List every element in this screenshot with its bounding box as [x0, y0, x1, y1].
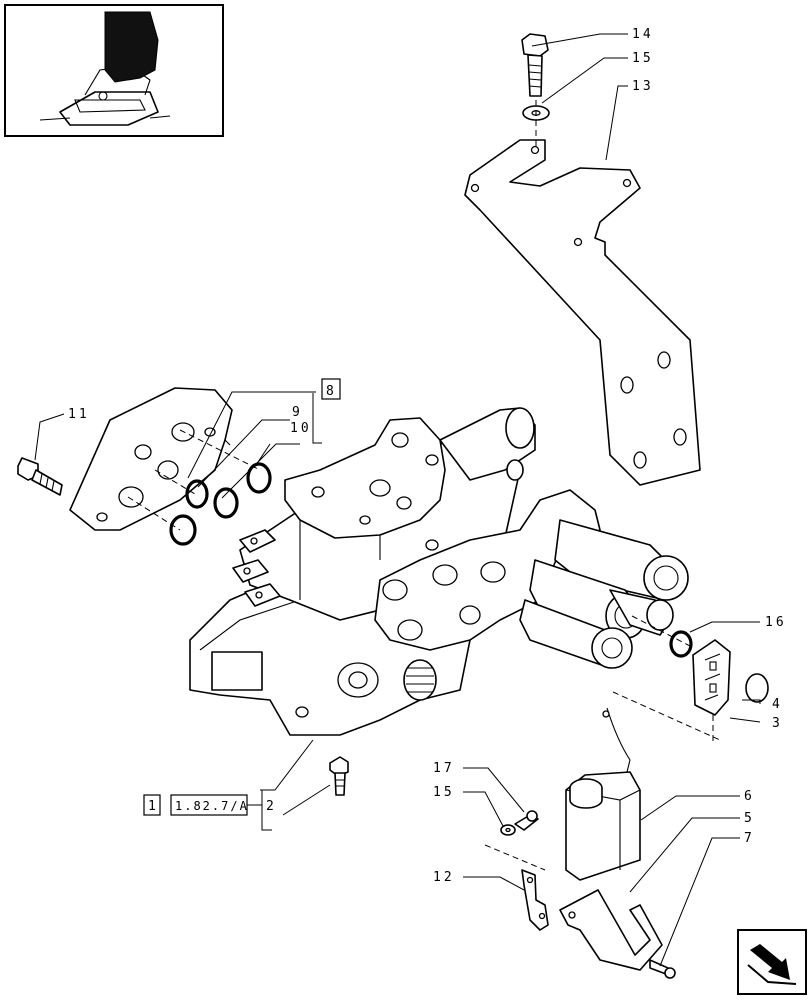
callout-10: 10	[290, 421, 312, 436]
callout-7: 7	[744, 831, 755, 846]
callout-14: 14	[632, 27, 654, 42]
cap-4	[745, 673, 769, 703]
callout-9: 9	[292, 405, 303, 420]
next-page-arrow-icon[interactable]	[737, 929, 807, 995]
washer-15-upper	[522, 100, 550, 148]
reference-section: 1	[148, 799, 159, 814]
reference-page: 1.82.7/A	[175, 799, 249, 813]
o-rings	[127, 429, 272, 546]
bolt-2	[329, 756, 349, 796]
callout-11: 11	[68, 407, 90, 422]
callout-12: 12	[433, 870, 455, 885]
reservoir-6	[565, 707, 641, 881]
callout-2: 2	[266, 799, 277, 814]
connector-3	[692, 639, 731, 745]
flange-plate	[69, 387, 233, 531]
callout-8: 8	[326, 384, 337, 399]
leader-lines	[34, 33, 761, 967]
bracket-13	[464, 139, 701, 486]
callout-labels: 14 15 13 11 8 9 10 16 4 3 17 15 12 6 5 7…	[68, 27, 787, 885]
cap-screw-11	[17, 457, 63, 496]
callout-4: 4	[772, 697, 783, 712]
bolt-14	[521, 33, 549, 97]
reference-frames	[143, 378, 341, 831]
o-ring-16	[631, 615, 693, 658]
control-valve-assembly	[189, 407, 689, 736]
bolt-17-washer-15	[484, 810, 546, 871]
callout-5: 5	[744, 811, 755, 826]
callout-13: 13	[632, 79, 654, 94]
callout-15-upper: 15	[632, 51, 654, 66]
callout-3: 3	[772, 716, 783, 731]
callout-6: 6	[744, 789, 755, 804]
bracket-12	[521, 869, 549, 931]
callout-16: 16	[765, 615, 787, 630]
bracket-5	[559, 889, 663, 971]
callout-15-lower: 15	[433, 785, 455, 800]
screw-7	[649, 959, 676, 979]
callout-17: 17	[433, 761, 455, 776]
location-thumbnail	[4, 4, 224, 137]
